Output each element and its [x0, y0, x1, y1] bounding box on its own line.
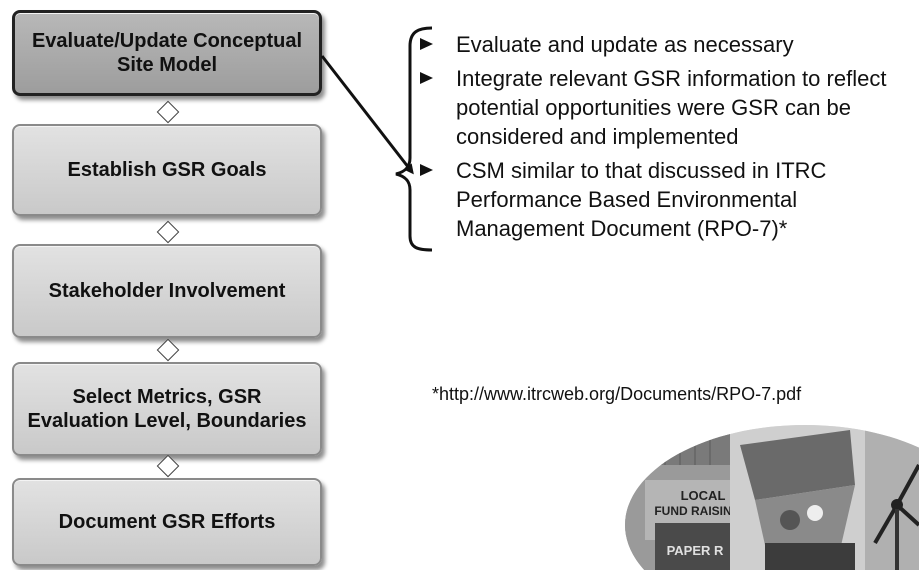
connector-diamond	[156, 100, 180, 124]
footnote-url: *http://www.itrcweb.org/Documents/RPO-7.…	[432, 384, 802, 404]
step-label: Establish GSR Goals	[67, 159, 267, 181]
step-document-gsr-efforts: Document GSR Efforts	[12, 478, 322, 566]
detail-bullet-list: Evaluate and update as necessary Integra…	[420, 30, 919, 248]
step-establish-gsr-goals: Establish GSR Goals	[12, 124, 322, 216]
pointer-arrow	[320, 55, 414, 175]
step-label: Stakeholder Involvement	[48, 280, 286, 302]
step-label: Evaluate/Update Conceptual Site Model	[31, 30, 303, 76]
connector-diamond	[156, 220, 180, 244]
step-select-metrics: Select Metrics, GSR Evaluation Level, Bo…	[12, 362, 322, 456]
sustainability-photo-collage: LOCAL FUND RAISIN PAPER R	[625, 425, 919, 570]
step-evaluate-update-csm: Evaluate/Update Conceptual Site Model	[12, 10, 322, 96]
connector-diamond	[156, 338, 180, 362]
sign-line-3: PAPER R	[667, 543, 724, 558]
bullet-item: Integrate relevant GSR information to re…	[420, 64, 919, 151]
sign-line-1: LOCAL	[681, 488, 726, 503]
step-stakeholder-involvement: Stakeholder Involvement	[12, 244, 322, 338]
step-label: Select Metrics, GSR Evaluation Level, Bo…	[27, 386, 307, 432]
bullet-triangle-icon	[420, 38, 433, 50]
bullet-item: CSM similar to that discussed in ITRC Pe…	[420, 156, 919, 243]
step-label: Document GSR Efforts	[58, 511, 276, 533]
sign-line-2: FUND RAISIN	[654, 504, 731, 518]
bullet-triangle-icon	[420, 164, 433, 176]
bullet-item: Evaluate and update as necessary	[420, 30, 919, 59]
connector-diamond	[156, 454, 180, 478]
bullet-triangle-icon	[420, 72, 433, 84]
